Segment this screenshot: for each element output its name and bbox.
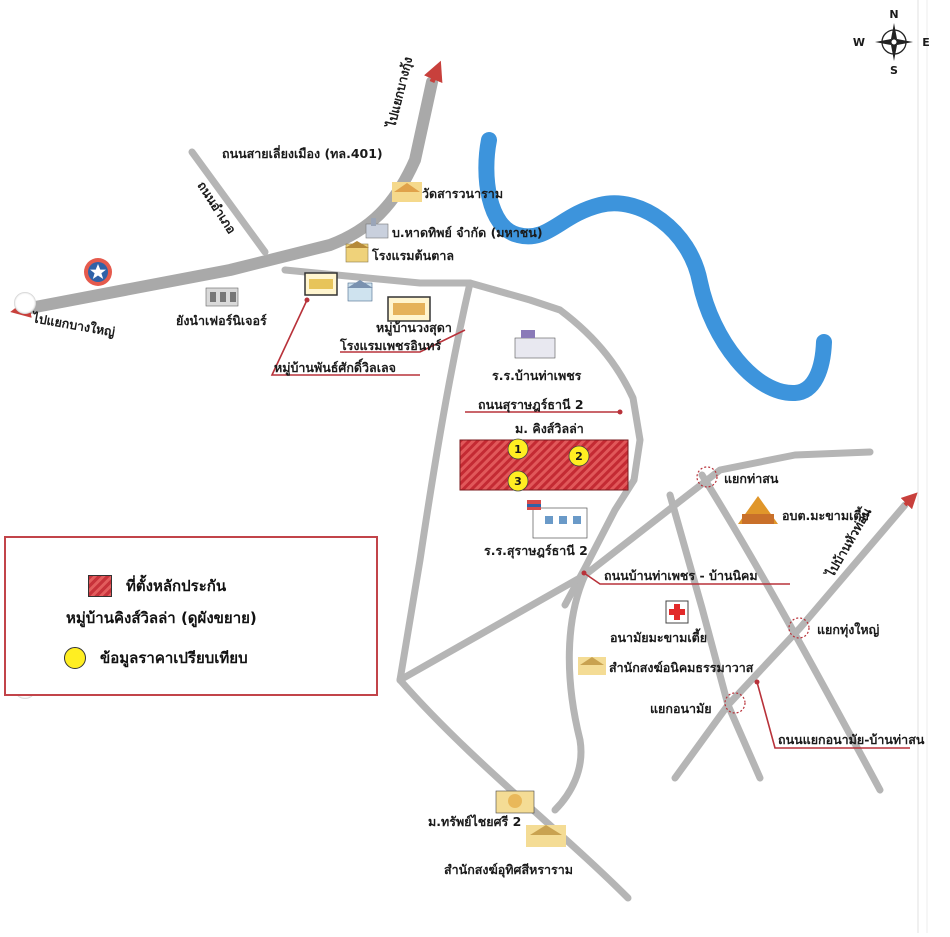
comparable-marker-2: 2 [568,445,590,467]
legend-location-swatch [88,575,112,597]
village-wongsuda-icon [387,296,431,322]
label-hotel-phet-in: โรงแรมเพชรอินทร์ [339,338,442,353]
comparable-marker-3: 3 [507,470,529,492]
label-to-bang-kung: ไปแยกบางกุ้ง [383,55,416,131]
monastery-uthit-icon [526,825,566,847]
legend-box: ที่ตั้งหลักประกัน หมู่บ้านคิงส์วิลล่า (ด… [4,536,378,696]
legend-item-location: ที่ตั้งหลักประกัน [88,574,226,598]
label-hat-thip: บ.หาดทิพย์ จำกัด (มหาชน) [392,225,543,240]
svg-text:1: 1 [514,443,522,456]
label-road-tha-phet-nikhom: ถนนบ้านท่าเพชร - บ้านนิคม [604,568,758,583]
label-hotel-ton-tan: โรงแรมต้นตาล [371,248,454,263]
school-surat-2-icon [527,500,588,539]
compass-n: N [889,8,898,21]
monastery-nikhom-icon [578,657,606,675]
label-road-surat-2: ถนนสุราษฎร์ธานี 2 [478,397,584,413]
compass-s: S [890,64,898,77]
leader-lines [270,297,910,749]
bypass-road [10,60,443,318]
svg-text:2: 2 [575,450,583,463]
label-village-phan: หมู่บ้านพันธ์ศักดิ์วิลเลจ [274,358,396,376]
label-school-surat-2: ร.ร.สุราษฎร์ธานี 2 [484,543,588,559]
amphoe-road [188,148,269,256]
label-village-wongsuda: หมู่บ้านวงสุดา [376,320,452,336]
furniture-store-icon [205,287,239,307]
junction-tha-san-marker [696,466,718,488]
obt-building-icon [738,496,778,524]
health-center-icon [665,600,689,624]
label-junction-tha-san: แยกท่าสน [724,471,779,486]
label-road-anamai-tha-san: ถนนแยกอนามัย-บ้านท่าสน [778,732,925,747]
comparable-marker-1: 1 [507,438,529,460]
label-bypass-road: ถนนสายเลี่ยงเมือง (ทล.401) [222,145,383,161]
label-project-name: ม. คิงส์วิลล่า [515,421,584,436]
label-monastery-uthit: สำนักสงฆ์อุทิศสีหราราม [444,862,573,878]
label-wat-sarawanaram: วัดสารวนาราม [422,186,503,201]
label-village-sapchaisri: ม.ทรัพย์ไชยศรี 2 [428,814,521,829]
river [478,132,832,401]
junction-anamai-marker [724,692,746,714]
hotel-ton-tan-icon [345,241,369,263]
hotel-phet-in-icon [347,280,373,302]
junction-thung-yai-marker [788,617,810,639]
legend-location-label: ที่ตั้งหลักประกัน [126,577,227,595]
village-sapchaisri-icon [495,790,535,814]
school-tha-phet-icon [514,330,556,359]
label-to-bang-yai: ไปแยกบางใหญ่ [30,310,117,340]
temple-icon [392,182,422,202]
legend-comparable-swatch [64,647,86,669]
label-monastery-nikhom: สำนักสงฆ์อนิคมธรรมาวาส [609,660,754,675]
compass-icon [875,23,913,61]
village-phan-icon [304,272,338,296]
kings-villa-parcel [459,439,629,491]
svg-text:3: 3 [514,475,522,488]
label-junction-thung-yai: แยกทุ่งใหญ่ [817,622,880,638]
compass-e: E [922,36,930,49]
factory-icon [365,218,389,239]
label-obt-makham-tia: อบต.มะขามเตี้ย [782,506,869,523]
gas-station-icon [84,258,112,286]
compass-w: W [853,36,865,49]
label-junction-anamai: แยกอนามัย [650,701,712,716]
legend-location-sub-label: หมู่บ้านคิงส์วิลล่า (ดูผังขยาย) [66,609,257,627]
label-school-tha-phet: ร.ร.บ้านท่าเพชร [492,368,582,383]
legend-comparable-label: ข้อมูลราคาเปรียบเทียบ [100,649,248,667]
binder-hole-top [14,292,36,314]
label-furniture-store: ยังนำเฟอร์นิเจอร์ [176,313,267,328]
legend-item-comparable: ข้อมูลราคาเปรียบเทียบ [64,646,248,670]
legend-item-location-sub: หมู่บ้านคิงส์วิลล่า (ดูผังขยาย) [66,606,257,630]
label-health-center: อนามัยมะขามเตี้ย [610,628,707,645]
